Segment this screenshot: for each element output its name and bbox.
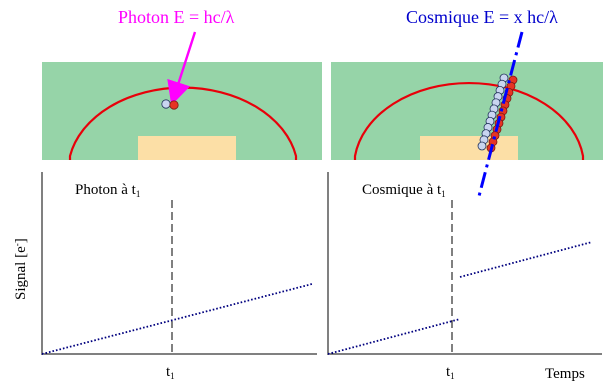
plot-right: Cosmique à t1 t1 Temps xyxy=(328,172,602,382)
plot-right-signal-line-2 xyxy=(460,242,592,277)
x-axis-label: Temps xyxy=(545,366,585,382)
detector-right-pad xyxy=(420,136,518,160)
photon-label: Photon E = hc/λ xyxy=(118,7,235,27)
plot-right-title: Cosmique à t1 xyxy=(362,182,446,199)
plot-left: Photon à t1 t1 xyxy=(42,172,317,381)
cosmic-charge-blue xyxy=(478,142,486,150)
plot-right-signal-line-1 xyxy=(328,319,460,354)
detector-left xyxy=(42,32,322,160)
detector-right xyxy=(331,62,603,160)
cosmic-label: Cosmique E = x hc/λ xyxy=(406,7,558,27)
plot-right-x-tick: t1 xyxy=(446,364,455,381)
detector-left-pad xyxy=(138,136,236,160)
plot-left-x-tick: t1 xyxy=(166,364,175,381)
photon-charge-red xyxy=(170,101,178,109)
plot-left-title: Photon à t1 xyxy=(75,182,140,199)
y-axis-label: Signal [e-] xyxy=(12,238,29,300)
photon-charge-blue xyxy=(162,100,170,108)
plot-left-signal-line-1 xyxy=(42,284,312,354)
